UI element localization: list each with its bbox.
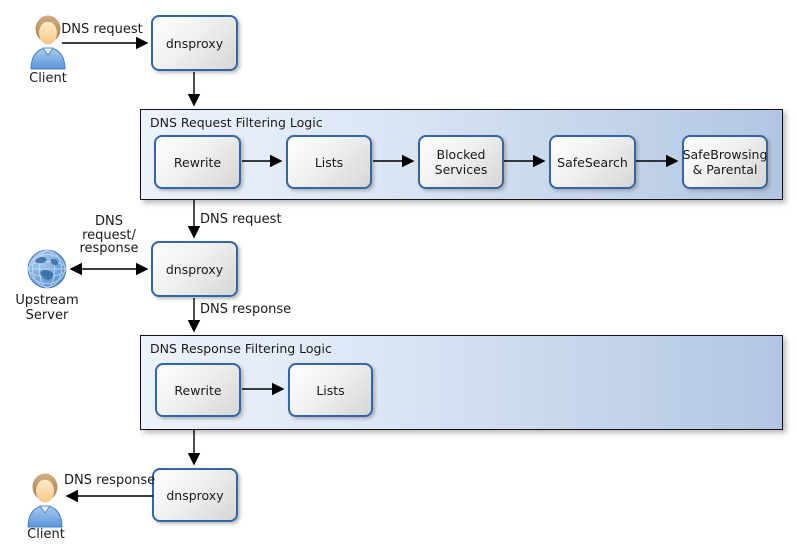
dns-response-filtering-container: DNS Response Filtering Logic Rewrite Lis… [140, 335, 783, 430]
filter-step-safebrowsing-parental: SafeBrowsing & Parental [682, 135, 768, 189]
dns-response-filtering-title: DNS Response Filtering Logic [150, 341, 332, 356]
upstream-server-globe-icon [27, 249, 67, 289]
client-icon [30, 15, 66, 70]
filter-step-rewrite: Rewrite [155, 363, 241, 417]
filter-step-blocked-services: Blocked Services [418, 135, 504, 189]
edge-label-dns-response-middle: DNS response [200, 302, 292, 317]
dnsproxy-node-bottom: dnsproxy [152, 468, 238, 522]
filter-step-safesearch: SafeSearch [549, 135, 636, 189]
upstream-server-label: Upstream Server [15, 293, 79, 323]
client-icon [27, 473, 63, 528]
edge-label-dns-request-middle: DNS request [200, 212, 282, 227]
client-label: Client [29, 71, 67, 86]
client-label: Client [27, 527, 65, 542]
edge-label-dns-request-top: DNS request [61, 22, 143, 37]
dnsproxy-node-middle: dnsproxy [151, 241, 238, 297]
dns-request-filtering-title: DNS Request Filtering Logic [150, 115, 323, 130]
filter-step-lists: Lists [288, 363, 373, 417]
edge-label-dns-response-bottom: DNS response [64, 473, 156, 488]
dns-request-filtering-container: DNS Request Filtering Logic Rewrite List… [140, 109, 783, 200]
dnsproxy-node-top: dnsproxy [151, 15, 238, 71]
filter-step-lists: Lists [286, 135, 372, 189]
edge-label-dns-request-response: DNS request/ response [79, 214, 139, 256]
filter-step-rewrite: Rewrite [154, 135, 241, 189]
